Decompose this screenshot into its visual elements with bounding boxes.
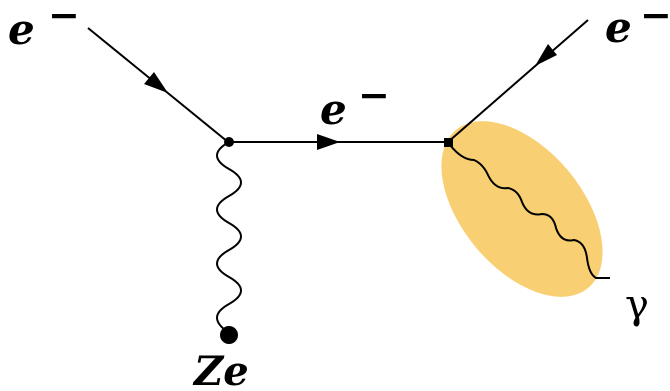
photon-label: γ xyxy=(625,282,649,328)
outgoing-electron-label: e xyxy=(605,3,632,52)
emitted-photon-line xyxy=(449,144,610,279)
photon-emission-highlight xyxy=(441,121,603,297)
incoming-electron-label: e xyxy=(8,5,35,54)
nucleus-dot xyxy=(220,326,238,344)
outgoing-electron-line xyxy=(447,19,589,143)
outgoing-electron-charge: − xyxy=(640,0,670,37)
outgoing-electron-arrow xyxy=(535,44,557,66)
vertex-nucleus-interaction xyxy=(224,137,234,147)
incoming-electron-charge: − xyxy=(48,0,80,37)
incoming-electron-arrow xyxy=(144,72,168,93)
intermediate-electron-arrow xyxy=(317,134,340,150)
intermediate-electron-label: e xyxy=(320,85,347,134)
intermediate-electron-charge: − xyxy=(358,72,390,117)
vertex-photon-emission xyxy=(444,138,453,147)
nucleus-label: Ze xyxy=(192,348,249,391)
virtual-photon-line xyxy=(216,141,242,334)
